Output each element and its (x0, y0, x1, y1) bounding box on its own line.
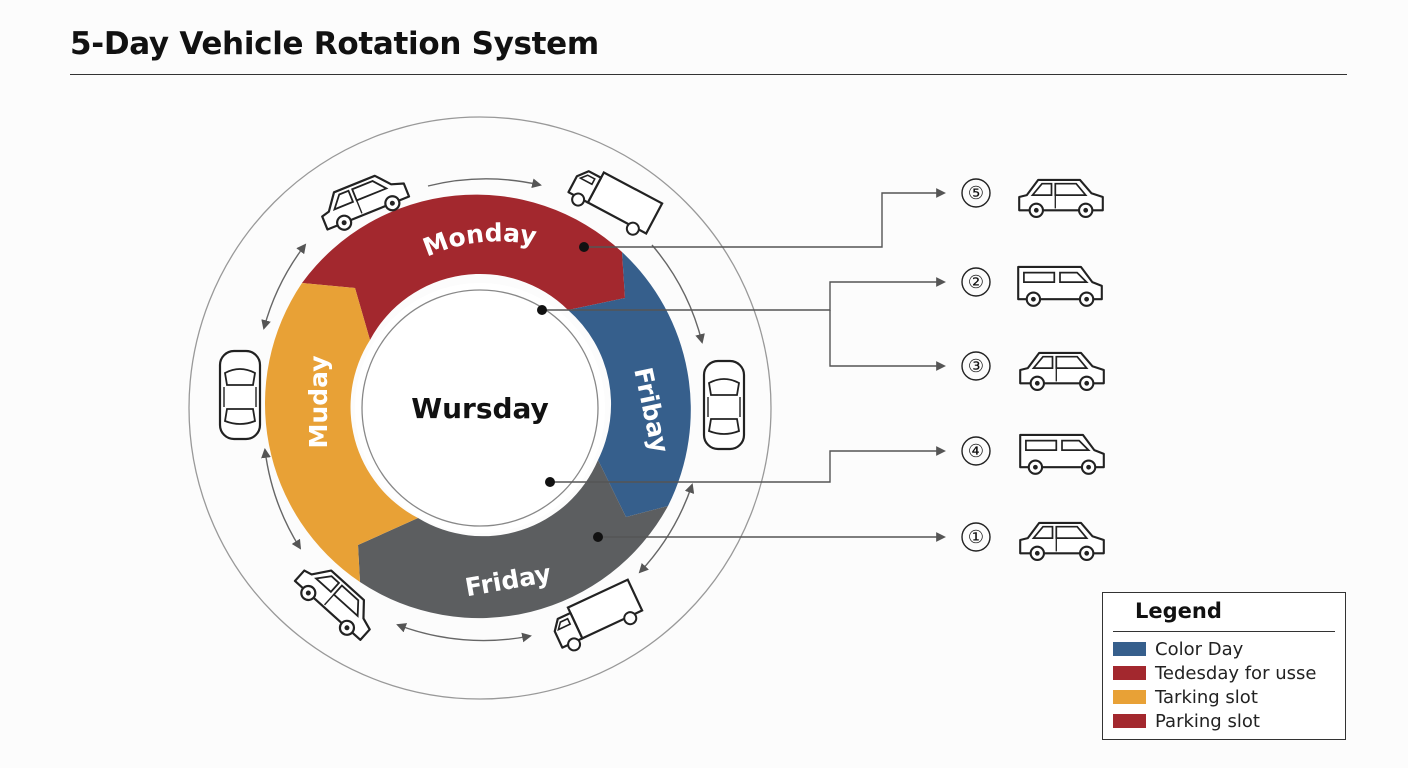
svg-text:④: ④ (968, 441, 984, 462)
legend-item: Tarking slot (1113, 686, 1258, 708)
numbered-item: ③ (961, 351, 1105, 391)
suv-icon (1018, 178, 1104, 218)
legend-divider (1113, 631, 1335, 632)
legend-title: Legend (1135, 599, 1222, 623)
van-icon (1017, 265, 1103, 307)
svg-text:①: ① (968, 527, 984, 548)
connector-dots (537, 242, 603, 542)
legend-item: Color Day (1113, 638, 1243, 660)
car-top-icon (702, 359, 746, 451)
legend-item: Tedesday for usse (1113, 662, 1316, 684)
svg-text:②: ② (968, 272, 984, 293)
legend-item: Parking slot (1113, 710, 1260, 732)
legend-label: Color Day (1155, 638, 1244, 660)
legend-swatch (1113, 690, 1146, 704)
legend: Legend Color Day Tedesday for usse Tarki… (1102, 592, 1346, 740)
connector-lines (542, 188, 946, 542)
numbered-item: ② (961, 265, 1103, 307)
center-label: Wursday (411, 392, 549, 425)
numbered-item: ④ (961, 433, 1105, 475)
segment-muday (264, 283, 418, 582)
suv-icon (1019, 521, 1105, 561)
segment-label-muday: Muday (304, 356, 333, 449)
segment-fribay (568, 252, 691, 517)
suv-icon (1019, 351, 1105, 391)
legend-label: Tarking slot (1155, 686, 1258, 708)
car-top-icon (218, 349, 262, 441)
legend-swatch (1113, 714, 1146, 728)
numbered-item: ⑤ (961, 178, 1104, 218)
svg-text:③: ③ (968, 356, 984, 377)
legend-swatch (1113, 642, 1146, 656)
numbered-item: ① (961, 521, 1105, 561)
legend-label: Tedesday for usse (1155, 662, 1317, 684)
van-icon (1019, 433, 1105, 475)
page-title: 5-Day Vehicle Rotation System (70, 26, 599, 62)
outer-ring (188, 116, 772, 700)
title-divider (70, 74, 1347, 75)
center-circle (361, 289, 599, 527)
segment-friday (358, 460, 668, 619)
svg-text:⑤: ⑤ (968, 183, 984, 204)
segment-monday (302, 194, 625, 340)
rotation-arrows (261, 178, 705, 643)
legend-swatch (1113, 666, 1146, 680)
legend-label: Parking slot (1155, 710, 1260, 732)
